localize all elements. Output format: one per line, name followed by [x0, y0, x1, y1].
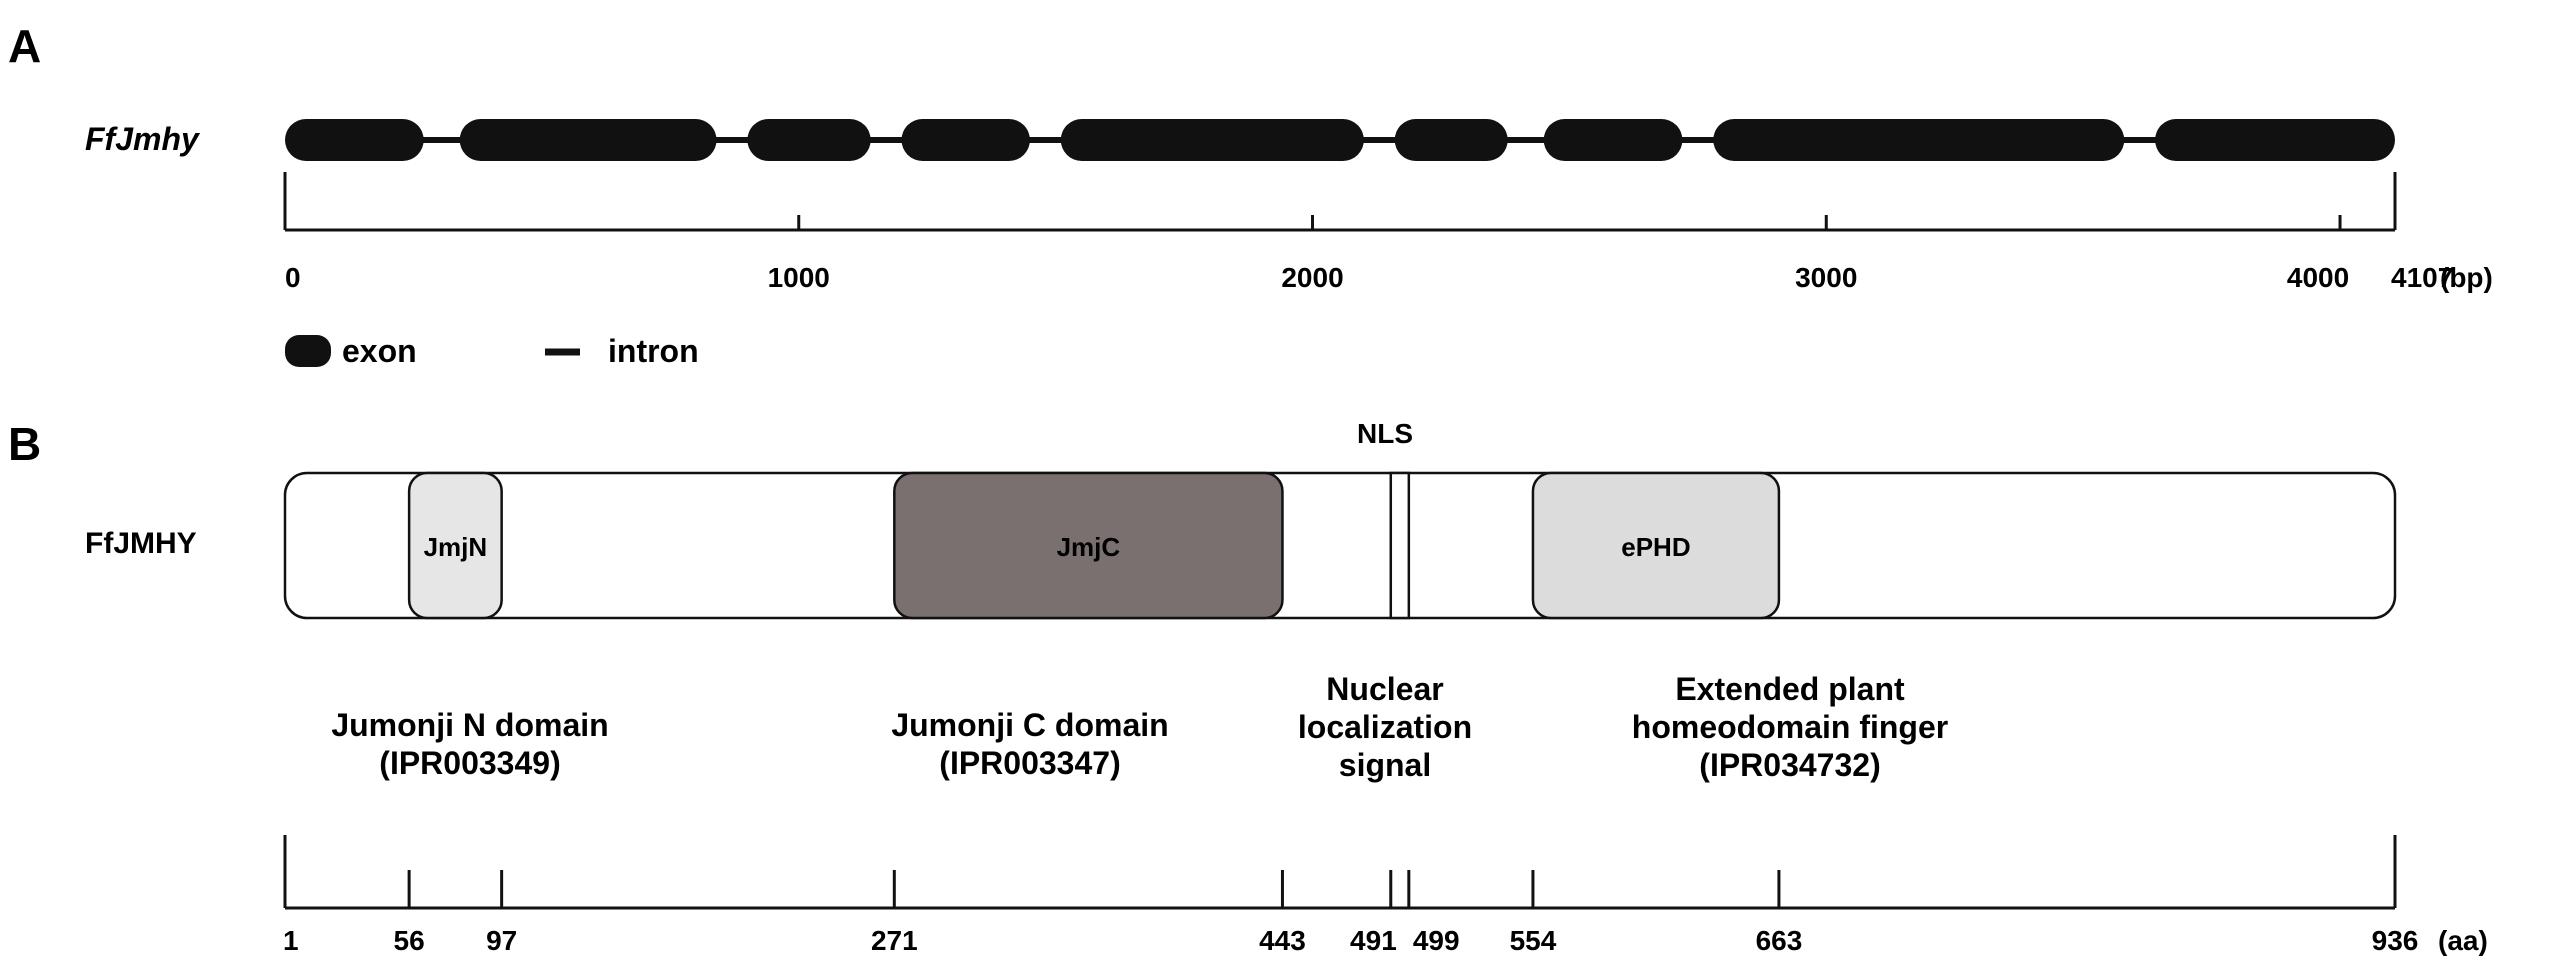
domain-descriptions: Jumonji N domain(IPR003349) Jumonji C dom… [331, 671, 1948, 783]
nls-label: NLS [1357, 418, 1413, 449]
domain-description-1-line: (IPR003349) [379, 745, 560, 781]
panel-a: A FfJmhy 0 1000 2000 3000 4000 4107 (bp) exon… [8, 20, 2493, 369]
exon-group [285, 119, 2395, 161]
aa-tick-label-271: 271 [871, 925, 918, 956]
domain-description-3-line: Nuclear [1326, 671, 1443, 707]
domain-description-1: Jumonji N domain(IPR003349) [331, 707, 608, 781]
protein-bar [283, 471, 2397, 620]
bp-axis-unit: (bp) [2440, 262, 2493, 293]
bp-axis-ticks: 0 1000 2000 3000 4000 4107 [283, 172, 2453, 293]
domain-group: JmjN JmjC ePHD [407, 471, 1781, 620]
domain-jmjc [893, 471, 1284, 620]
domain-description-2: Jumonji C domain(IPR003347) [891, 707, 1168, 781]
domain-description-4-line: (IPR034732) [1699, 747, 1880, 783]
exon-2 [459, 119, 717, 161]
protein-name: FfJMHY [85, 527, 197, 560]
panel-b-label: B [8, 418, 41, 470]
legend-exon-swatch [285, 335, 331, 367]
aa-tick-label-491: 491 [1350, 925, 1397, 956]
bp-tick-label-4000: 4000 [2287, 262, 2349, 293]
aa-tick-label-443: 443 [1259, 925, 1306, 956]
aa-tick-label-663: 663 [1756, 925, 1803, 956]
aa-axis-unit: (aa) [2438, 925, 2488, 956]
bp-tick-label-2000: 2000 [1281, 262, 1343, 293]
domain-description-4-line: Extended plant [1675, 671, 1905, 707]
exon-4 [901, 119, 1030, 161]
bp-tick-label-0: 0 [285, 262, 301, 293]
domain-description-1-line: Jumonji N domain [331, 707, 608, 743]
aa-tick-label-499: 499 [1413, 925, 1460, 956]
legend: exon intron [285, 333, 699, 369]
domain-jmjn [407, 471, 503, 620]
panel-a-label: A [8, 20, 41, 72]
bp-tick-label-1000: 1000 [768, 262, 830, 293]
legend-exon-label: exon [342, 333, 417, 369]
aa-tick-label-56: 56 [394, 925, 425, 956]
panel-b: B FfJMHY NLS JmjN JmjC ePHD Jumonji N doma… [8, 418, 2488, 956]
exon-9 [2155, 119, 2395, 161]
exon-1 [285, 119, 424, 161]
exon-6 [1394, 119, 1508, 161]
bp-tick-label-3000: 3000 [1795, 262, 1857, 293]
aa-tick-label-936: 936 [2372, 925, 2419, 956]
domain-description-2-line: (IPR003347) [939, 745, 1120, 781]
aa-tick-label-97: 97 [486, 925, 517, 956]
exon-7 [1543, 119, 1683, 161]
exon-5 [1060, 119, 1364, 161]
aa-tick-label-1: 1 [283, 925, 299, 956]
bp-tick-label-4107: 4107 [2391, 262, 2453, 293]
exon-8 [1713, 119, 2125, 161]
nls-box [1389, 471, 1411, 620]
domain-ephd [1531, 471, 1781, 620]
domain-description-3-line: signal [1339, 747, 1431, 783]
aa-axis-ticks: 1 56 97 271 443 491 499 554 663 936 [283, 835, 2418, 956]
domain-description-4-line: homeodomain finger [1632, 709, 1948, 745]
exon-3 [747, 119, 871, 161]
domain-description-3-line: localization [1298, 709, 1472, 745]
domain-ephd-label: ePHD [1621, 532, 1690, 562]
domain-description-2-line: Jumonji C domain [891, 707, 1168, 743]
aa-tick-label-554: 554 [1510, 925, 1557, 956]
domain-jmjc-label: JmjC [1057, 532, 1121, 562]
gene-name: FfJmhy [85, 121, 201, 157]
legend-intron-label: intron [608, 333, 699, 369]
domain-jmjn-label: JmjN [424, 532, 488, 562]
